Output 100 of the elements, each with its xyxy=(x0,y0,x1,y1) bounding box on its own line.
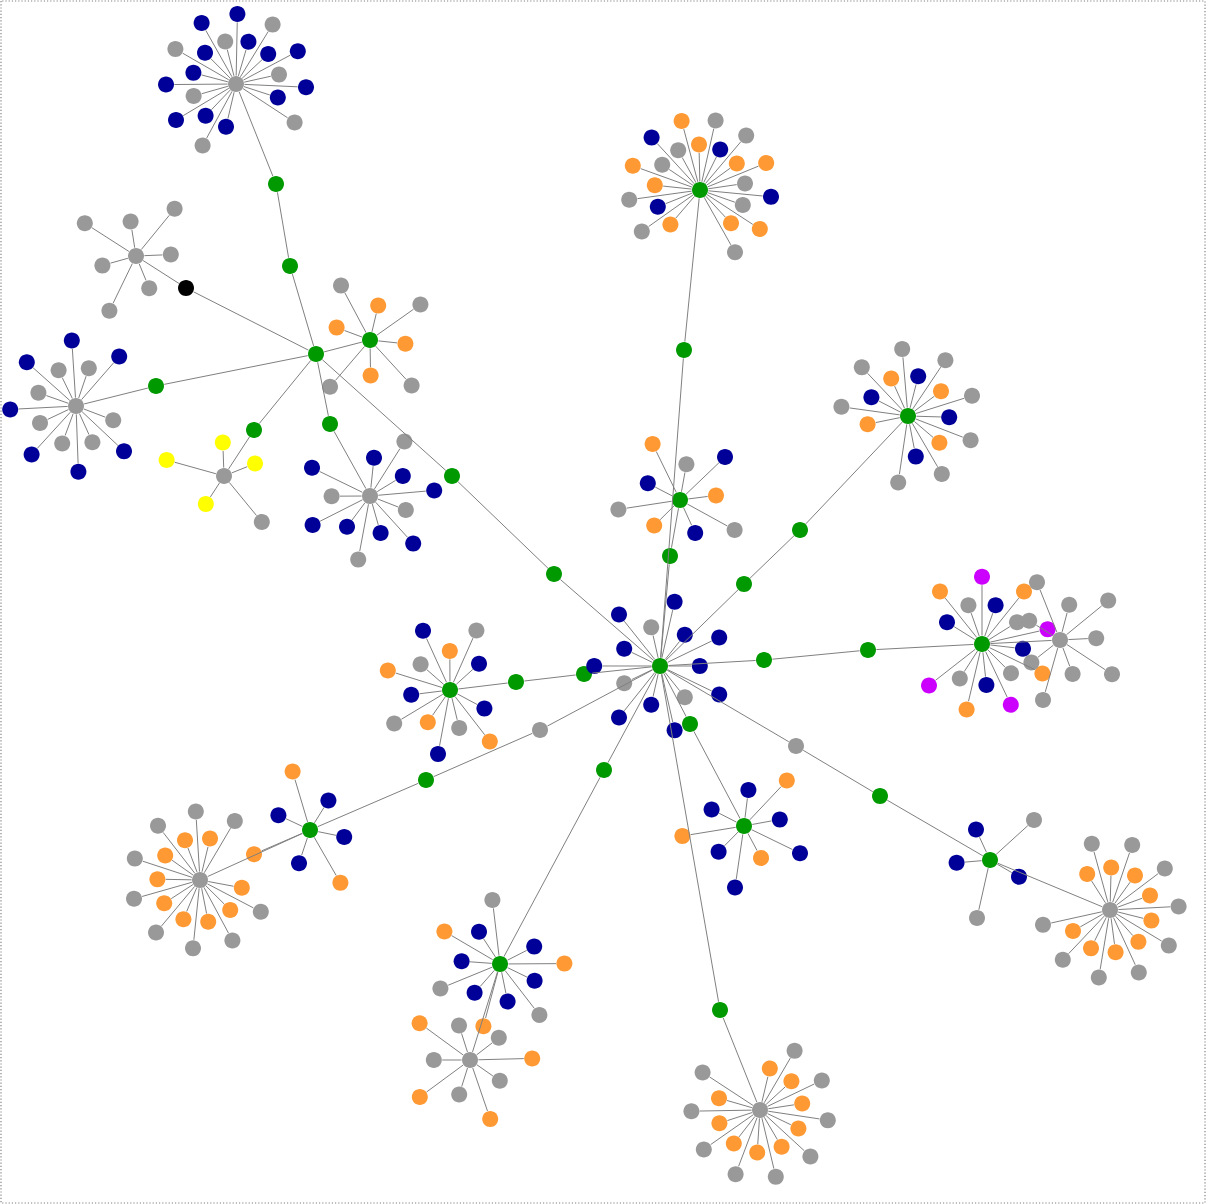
graph-dot xyxy=(1003,665,1019,682)
connector-line xyxy=(112,263,133,304)
graph-dot xyxy=(228,76,244,92)
connector-line xyxy=(805,421,903,525)
graph-dot xyxy=(233,879,250,896)
graph-dot xyxy=(624,157,641,174)
graph-dot xyxy=(269,89,286,106)
connector-line xyxy=(71,348,76,399)
connector-line xyxy=(203,827,232,874)
graph-dot xyxy=(763,188,779,205)
connector-line xyxy=(654,486,674,497)
connector-line xyxy=(707,190,764,197)
graph-dot xyxy=(974,636,990,652)
connector-line xyxy=(205,29,233,78)
connector-line xyxy=(767,1113,792,1126)
connector-line xyxy=(637,190,693,200)
graph-dot xyxy=(611,709,627,726)
graph-dot xyxy=(907,448,924,465)
graph-dot xyxy=(546,566,562,582)
connector-line xyxy=(986,597,1020,638)
connector-line xyxy=(426,1064,464,1093)
connector-line xyxy=(898,423,908,475)
connector-line xyxy=(607,672,657,764)
graph-dot xyxy=(948,854,965,871)
graph-dot xyxy=(962,432,979,449)
connector-line xyxy=(170,884,194,900)
connector-line xyxy=(989,630,1040,643)
graph-dot xyxy=(728,155,745,172)
connector-line xyxy=(909,383,917,409)
graph-dot xyxy=(910,368,927,385)
graph-dot xyxy=(813,1072,830,1089)
graph-dot xyxy=(84,434,101,451)
connector-line xyxy=(1117,906,1171,911)
graph-dot xyxy=(974,568,990,585)
connector-line xyxy=(501,971,507,994)
connector-line xyxy=(476,1064,494,1077)
graph-dot xyxy=(216,468,232,484)
graph-dot xyxy=(749,1144,766,1161)
graph-dot xyxy=(937,352,954,369)
graph-dot xyxy=(322,378,338,395)
graph-dot xyxy=(442,682,458,698)
graph-dot xyxy=(116,443,132,460)
connector-line xyxy=(142,860,193,878)
graph-dot xyxy=(860,642,876,658)
connector-line xyxy=(665,589,739,661)
graph-dot xyxy=(475,1018,492,1035)
connector-line xyxy=(987,649,1006,668)
connector-line xyxy=(45,395,69,404)
connector-line xyxy=(652,634,659,659)
connector-line xyxy=(294,779,309,823)
graph-dot xyxy=(1104,666,1120,683)
graph-dot xyxy=(819,1112,836,1129)
connector-line xyxy=(683,128,699,183)
connector-line xyxy=(690,826,737,836)
connector-line xyxy=(875,417,901,423)
connector-line xyxy=(276,191,290,259)
connector-line xyxy=(909,423,915,449)
connector-line xyxy=(767,1104,795,1110)
graph-dot xyxy=(466,984,483,1001)
graph-dot xyxy=(158,76,174,93)
connector-line xyxy=(193,887,200,941)
graph-dot xyxy=(616,640,633,657)
connector-line xyxy=(439,697,449,747)
connector-line xyxy=(707,184,738,190)
graph-dot xyxy=(177,832,193,849)
graph-dot xyxy=(260,46,277,62)
graph-dot xyxy=(932,583,948,600)
graph-dot xyxy=(1143,912,1160,929)
graph-dot xyxy=(708,487,724,504)
connector-line xyxy=(982,651,986,678)
connector-line xyxy=(243,83,299,88)
connector-line xyxy=(432,696,446,716)
connector-line xyxy=(317,782,419,828)
graph-dot xyxy=(252,903,269,920)
connector-line xyxy=(143,254,163,257)
graph-dot xyxy=(141,280,158,297)
connector-line xyxy=(461,1032,468,1053)
graph-dot xyxy=(692,182,708,198)
graph-dot xyxy=(397,335,414,352)
graph-dot xyxy=(711,629,728,646)
graph-dot xyxy=(894,341,911,357)
graph-dot xyxy=(794,1095,811,1112)
connector-line xyxy=(1067,638,1089,641)
graph-dot xyxy=(426,482,443,499)
graph-dot xyxy=(691,136,707,153)
connector-line xyxy=(703,156,717,183)
connector-line xyxy=(483,938,496,958)
graph-dot xyxy=(148,924,164,941)
graph-dot xyxy=(1065,923,1081,939)
graph-dot xyxy=(412,656,429,673)
connector-line xyxy=(660,673,720,1003)
connector-line xyxy=(894,385,906,409)
graph-dot xyxy=(148,378,164,394)
connector-line xyxy=(683,507,693,526)
graph-dot xyxy=(1039,621,1056,638)
graph-dot xyxy=(323,488,340,505)
connector-line xyxy=(319,470,363,493)
graph-dot xyxy=(156,895,173,912)
graph-dot xyxy=(737,175,753,192)
graph-dot xyxy=(499,993,516,1010)
